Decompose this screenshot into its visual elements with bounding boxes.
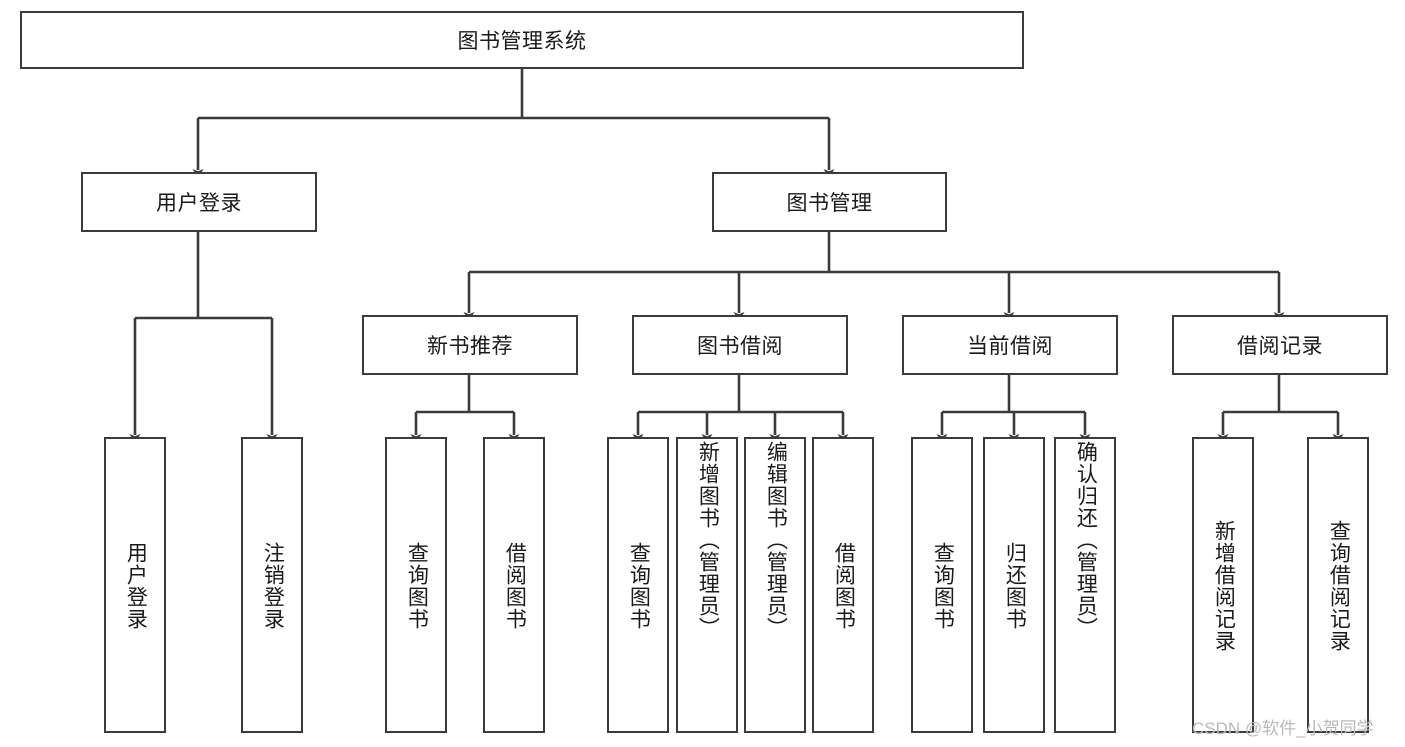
node-leaf-add-borrow-record[interactable]: 新增借阅记录 (1192, 437, 1254, 733)
node-leaf-logout[interactable]: 注销登录 (241, 437, 303, 733)
node-label: 新书推荐 (427, 335, 513, 358)
node-label: 用户登录 (156, 192, 242, 215)
node-label-vertical: 查询借阅记录 (1327, 520, 1351, 652)
node-label: 图书借阅 (697, 335, 783, 358)
node-borrow-record[interactable]: 借阅记录 (1172, 315, 1388, 375)
node-leaf-confirm-return-admin[interactable]: 确认归还（管理员） (1054, 437, 1116, 733)
node-label-vertical: 查询图书 (931, 542, 955, 630)
node-book-management[interactable]: 图书管理 (712, 172, 947, 232)
node-book-borrow[interactable]: 图书借阅 (632, 315, 848, 375)
node-label: 当前借阅 (967, 335, 1053, 358)
node-leaf-query-borrow-record[interactable]: 查询借阅记录 (1307, 437, 1369, 733)
node-label-vertical: 注销登录 (261, 542, 285, 630)
node-label: 图书管理 (786, 192, 873, 215)
node-label-vertical: 借阅图书 (832, 542, 856, 630)
node-label-vertical: 确认归还（管理员） (1074, 441, 1098, 639)
node-leaf-user-login[interactable]: 用户登录 (104, 437, 166, 733)
node-label: 图书管理系统 (457, 30, 587, 53)
node-leaf-add-book-admin[interactable]: 新增图书（管理员） (676, 437, 738, 733)
node-leaf-borrow-book[interactable]: 借阅图书 (812, 437, 874, 733)
node-label-vertical: 借阅图书 (503, 542, 527, 630)
node-new-book-recommend[interactable]: 新书推荐 (362, 315, 578, 375)
node-label: 借阅记录 (1237, 335, 1323, 358)
node-root[interactable]: 图书管理系统 (20, 11, 1024, 69)
node-label-vertical: 查询图书 (405, 542, 429, 630)
node-user-login[interactable]: 用户登录 (81, 172, 317, 232)
node-label-vertical: 归还图书 (1003, 542, 1027, 630)
node-label-vertical: 新增借阅记录 (1212, 520, 1236, 652)
node-leaf-borrow-book-rec[interactable]: 借阅图书 (483, 437, 545, 733)
node-leaf-edit-book-admin[interactable]: 编辑图书（管理员） (744, 437, 806, 733)
node-label-vertical: 编辑图书（管理员） (764, 441, 788, 639)
node-current-borrow[interactable]: 当前借阅 (902, 315, 1118, 375)
node-leaf-return-book[interactable]: 归还图书 (983, 437, 1045, 733)
node-leaf-query-book[interactable]: 查询图书 (607, 437, 669, 733)
node-leaf-query-book-cur[interactable]: 查询图书 (911, 437, 973, 733)
csdn-watermark: CSDN @软件_小贺同学 (1192, 719, 1374, 738)
node-leaf-query-book-rec[interactable]: 查询图书 (385, 437, 447, 733)
node-label-vertical: 新增图书（管理员） (696, 441, 720, 639)
node-label-vertical: 用户登录 (124, 542, 148, 630)
node-label-vertical: 查询图书 (627, 542, 651, 630)
